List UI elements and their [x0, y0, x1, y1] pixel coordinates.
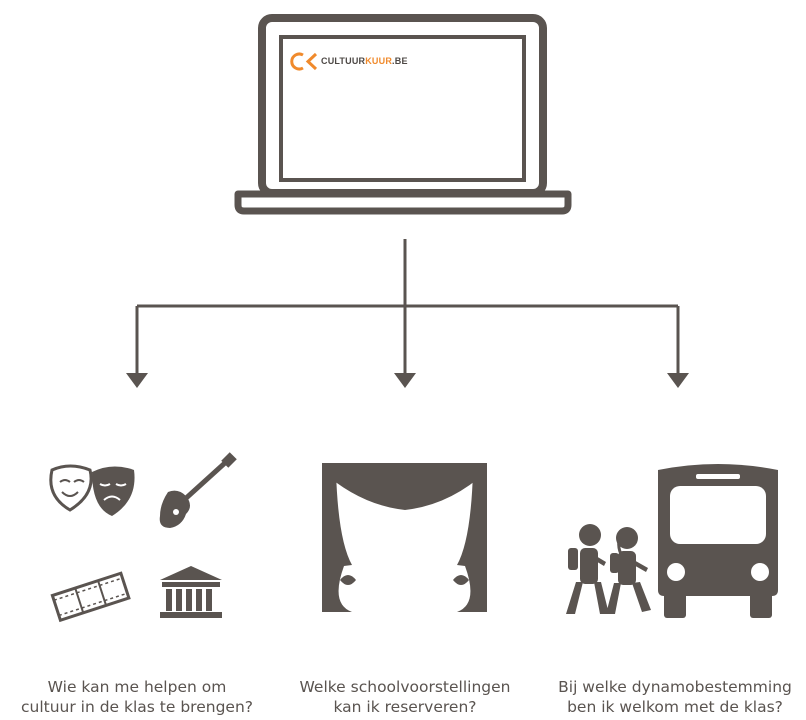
- connector-lines: [135, 239, 680, 373]
- theater-masks-icon: [49, 464, 135, 516]
- caption-line: Wie kan me helpen om: [47, 678, 227, 696]
- laptop-icon: [234, 14, 572, 215]
- caption-line: Welke schoolvoorstellingen: [299, 678, 511, 696]
- stage-curtain-icon: [322, 463, 487, 612]
- caption-line: ben ik welkom met de klas?: [567, 698, 783, 716]
- logo-part-kuur: KUUR: [365, 56, 393, 66]
- caption-culture-help: Wie kan me helpen om cultuur in de klas …: [7, 677, 267, 717]
- bus-icon: [658, 464, 778, 618]
- cultuurkuur-logo: [290, 52, 318, 71]
- logo-part-cultuur: CULTUUR: [321, 56, 366, 66]
- logo-part-be: .BE: [392, 56, 408, 66]
- arrow-head-center: [394, 373, 416, 388]
- logo-wordmark: CULTUURKUUR.BE: [321, 56, 408, 66]
- caption-line: cultuur in de klas te brengen?: [20, 698, 253, 716]
- caption-line: Bij welke dynamobestemming: [558, 678, 792, 696]
- electric-guitar-icon: [159, 452, 237, 528]
- museum-icon: [160, 566, 222, 618]
- film-strip-icon: [50, 571, 131, 623]
- caption-dynamo-destination: Bij welke dynamobestemming ben ik welkom…: [545, 677, 805, 717]
- caption-line: kan ik reserveren?: [333, 698, 477, 716]
- caption-school-performances: Welke schoolvoorstellingen kan ik reserv…: [275, 677, 535, 717]
- arrow-head-right: [667, 373, 689, 388]
- arrow-head-left: [126, 373, 148, 388]
- children-icon: [566, 524, 651, 614]
